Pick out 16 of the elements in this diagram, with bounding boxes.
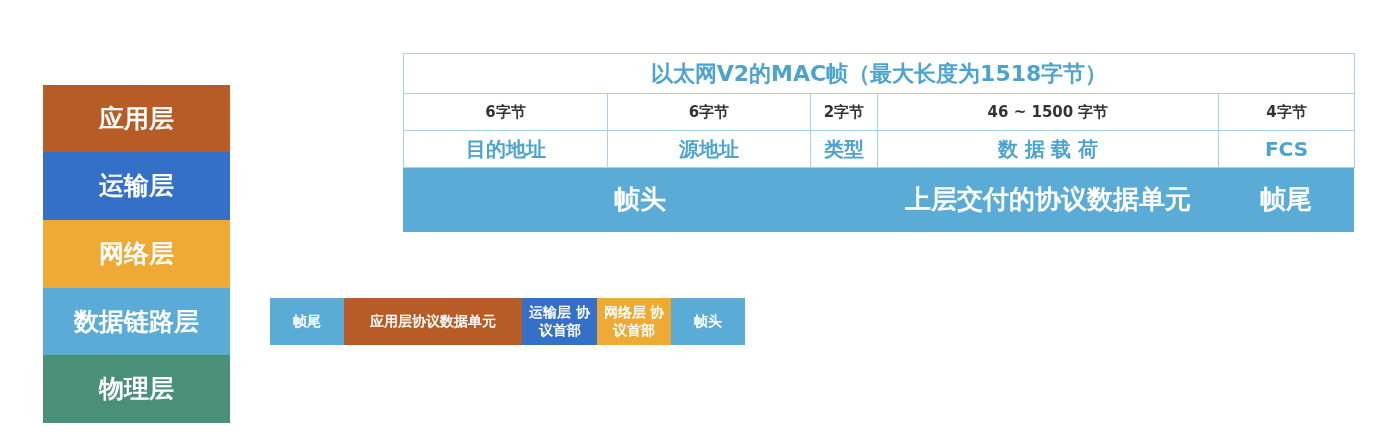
frame-segment: 帧尾	[270, 298, 344, 345]
field-name: FCS	[1218, 130, 1355, 168]
frame-segment: 运输层 协议首部	[522, 298, 597, 345]
frame-segment: 应用层协议数据单元	[344, 298, 522, 345]
frame-band-segment: 上层交付的协议数据单元	[877, 167, 1218, 232]
frame-segment: 帧头	[671, 298, 745, 345]
layer-box: 物理层	[43, 355, 230, 423]
table-title: 以太网V2的MAC帧（最大长度为1518字节）	[403, 53, 1355, 94]
frame-segment: 网络层 协议首部	[597, 298, 671, 345]
field-name: 目的地址	[403, 130, 608, 168]
frame-band-segment: 帧头	[403, 167, 877, 232]
layer-box: 数据链路层	[43, 288, 230, 355]
layer-box: 运输层	[43, 152, 230, 220]
frame-band-segment: 帧尾	[1218, 167, 1354, 232]
layer-box: 应用层	[43, 85, 230, 152]
layer-box: 网络层	[43, 220, 230, 288]
